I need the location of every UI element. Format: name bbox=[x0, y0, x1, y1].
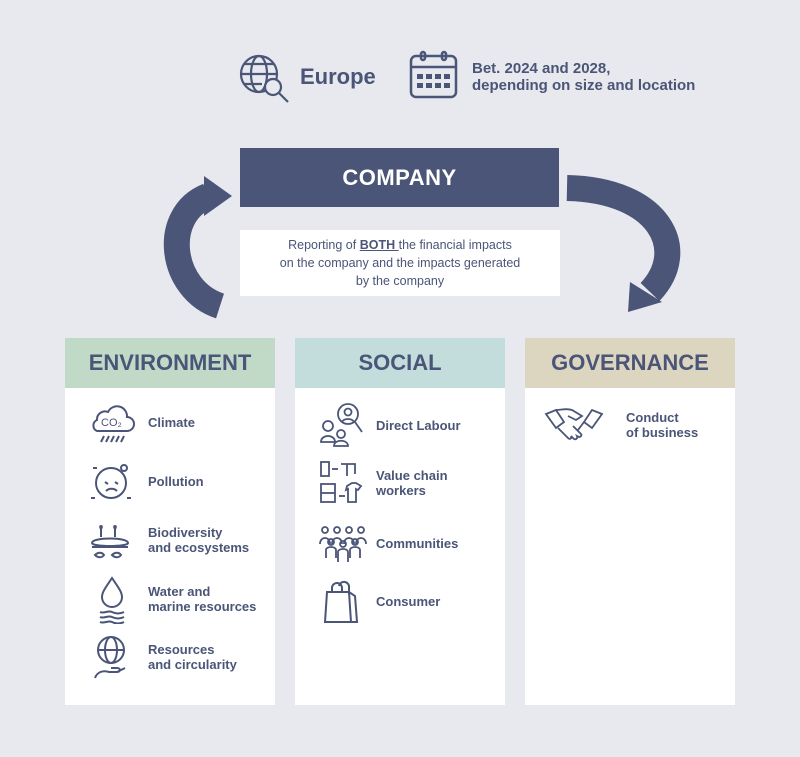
label-line2: and ecosystems bbox=[148, 540, 250, 555]
item-label: Climate bbox=[148, 415, 195, 430]
people-search-icon bbox=[320, 403, 363, 447]
calendar-icon bbox=[409, 50, 458, 99]
right-cycle-arrow bbox=[566, 175, 681, 301]
company-description: Reporting of BOTH the financial impacts … bbox=[240, 230, 560, 296]
label-line1: Water and bbox=[148, 584, 211, 599]
label-line1: Resources bbox=[148, 642, 215, 657]
desc-emphasis: BOTH bbox=[359, 238, 399, 252]
desc-line3: by the company bbox=[355, 274, 445, 288]
left-arrow-head bbox=[204, 176, 232, 216]
water-drop-icon bbox=[99, 576, 125, 624]
region-label: Europe bbox=[300, 64, 376, 89]
label-line1: Conduct bbox=[626, 410, 679, 425]
desc-line2: on the company and the impacts generated bbox=[279, 256, 521, 270]
supply-chain-icon bbox=[320, 461, 363, 503]
co2-cloud-icon: CO₂ bbox=[92, 405, 135, 443]
label-line1: Biodiversity bbox=[148, 525, 223, 540]
plants-fish-icon bbox=[90, 525, 130, 559]
label-line1: Direct Labour bbox=[376, 417, 461, 433]
item-label: Pollution bbox=[148, 474, 204, 489]
label-line1: Pollution bbox=[148, 473, 204, 489]
handshake-icon bbox=[544, 408, 604, 441]
label-line1: Communities bbox=[376, 535, 459, 551]
item-label: Direct Labour bbox=[376, 418, 461, 433]
label-line1: Consumer bbox=[376, 593, 441, 609]
globe-search-icon bbox=[239, 54, 289, 103]
community-icon bbox=[319, 526, 367, 562]
company-box: COMPANY bbox=[240, 148, 559, 207]
list-item: CO₂ Climate bbox=[65, 397, 275, 447]
polluted-earth-icon bbox=[91, 464, 131, 499]
environment-header: ENVIRONMENT bbox=[65, 338, 275, 388]
list-item: Consumer bbox=[295, 576, 505, 626]
environment-column: ENVIRONMENT CO₂ Climate Pollution Biodiv… bbox=[65, 338, 275, 705]
label-line1: Value chain bbox=[376, 468, 448, 483]
item-label: Communities bbox=[376, 536, 458, 551]
list-item: Pollution bbox=[65, 456, 275, 506]
label-line2: of business bbox=[626, 425, 699, 440]
list-item: Communities bbox=[295, 518, 505, 568]
globe-hand-icon bbox=[94, 636, 126, 679]
label-line1: Climate bbox=[148, 414, 195, 430]
timeline-text: Bet. 2024 and 2028, depending on size an… bbox=[472, 60, 695, 94]
item-label: Consumer bbox=[376, 594, 440, 609]
label-line2: workers bbox=[376, 483, 426, 498]
timeline-line2: depending on size and location bbox=[472, 77, 696, 94]
left-cycle-arrow bbox=[163, 183, 225, 319]
shopping-bag-icon bbox=[323, 580, 359, 623]
desc-line1: the financial impacts bbox=[398, 238, 512, 252]
social-header: SOCIAL bbox=[295, 338, 505, 388]
label-line2: marine resources bbox=[148, 599, 257, 614]
label-line2: and circularity bbox=[148, 657, 237, 672]
timeline-line1: Bet. 2024 and 2028, bbox=[472, 60, 611, 77]
list-item: Direct Labour bbox=[295, 400, 505, 450]
svg-text:CO₂: CO₂ bbox=[101, 417, 122, 429]
right-arrow-head bbox=[628, 282, 662, 312]
governance-header: GOVERNANCE bbox=[525, 338, 735, 388]
desc-prefix: Reporting of bbox=[288, 238, 360, 252]
